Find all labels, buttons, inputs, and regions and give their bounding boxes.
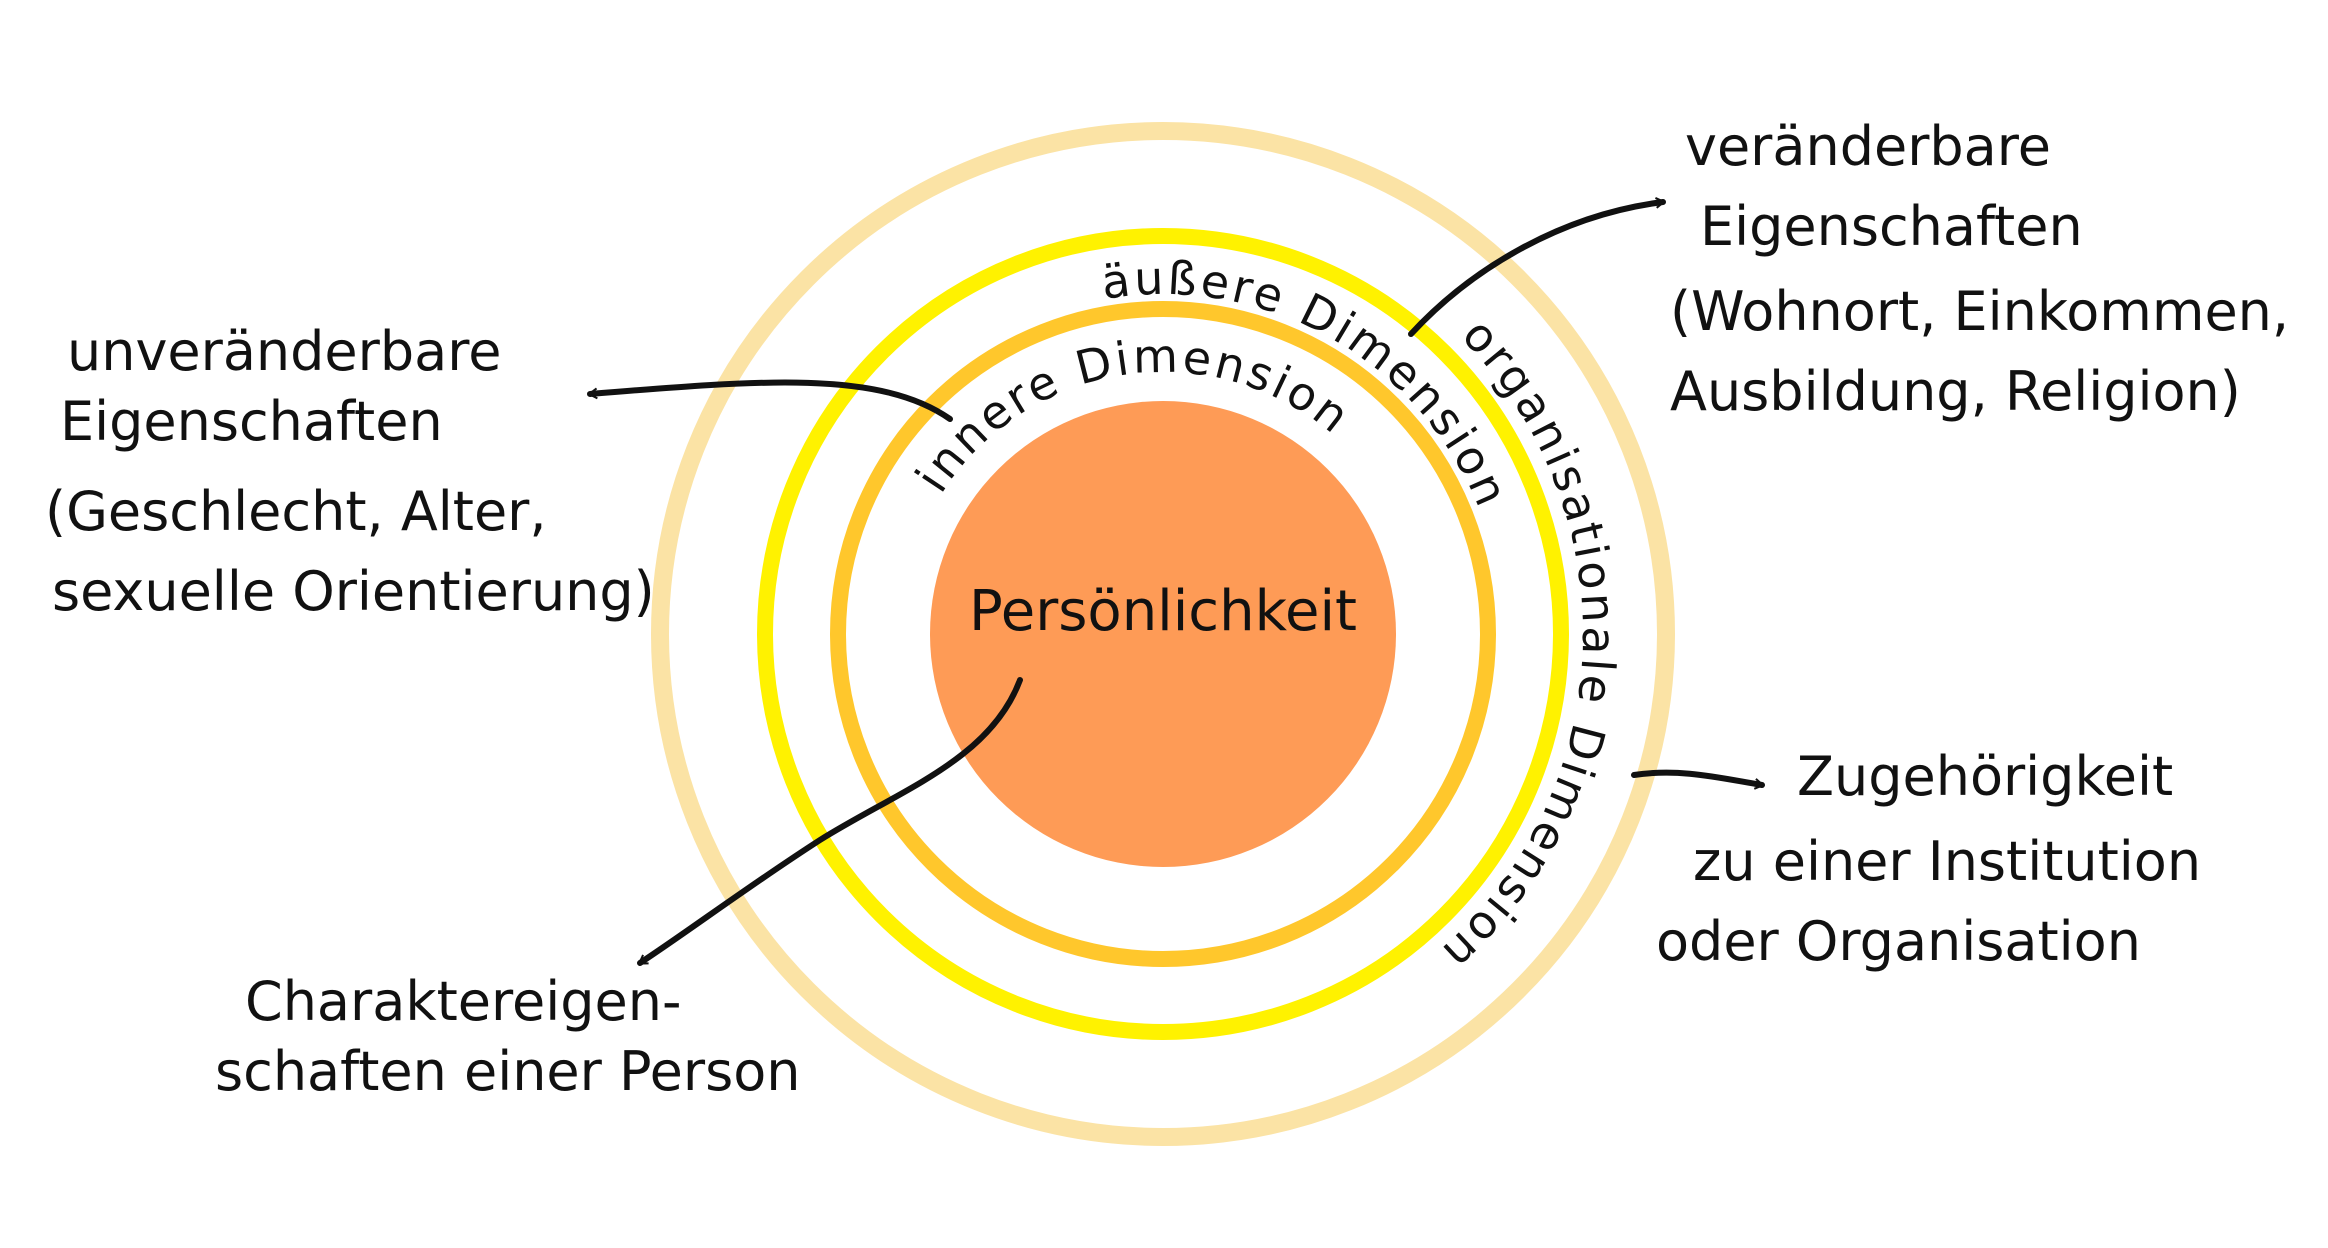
note-line: zu einer Institution <box>1693 830 2201 893</box>
note-line: Ausbildung, Religion) <box>1670 360 2241 423</box>
unchangeable-properties-note: unveränderbare Eigenschaften (Geschlecht… <box>45 320 655 623</box>
personality-label: Persönlichkeit <box>969 579 1357 644</box>
personality-core <box>930 401 1396 867</box>
note-line: oder Organisation <box>1656 910 2141 973</box>
arrow-to-unchangeable <box>587 379 953 422</box>
membership-note: Zugehörigkeit zu einer Institution oder … <box>1656 745 2201 973</box>
character-traits-note: Charaktereigen- schaften einer Person <box>215 970 800 1103</box>
note-line: Eigenschaften <box>60 390 443 453</box>
note-line: (Wohnort, Einkommen, <box>1670 280 2289 343</box>
inner-dimension-ring <box>830 301 1496 967</box>
note-line: Eigenschaften <box>1700 195 2083 258</box>
note-line: schaften einer Person <box>215 1040 800 1103</box>
note-line: unveränderbare <box>67 320 501 383</box>
note-line: (Geschlecht, Alter, <box>45 480 547 543</box>
outer-dimension-ring <box>757 228 1569 1040</box>
arrow-to-changeable <box>1408 197 1666 337</box>
changeable-properties-note: veränderbare Eigenschaften (Wohnort, Ein… <box>1670 115 2289 423</box>
organisational-dimension-ring <box>651 122 1675 1146</box>
arrow-to-character <box>637 677 1023 966</box>
note-line: Charaktereigen- <box>245 970 681 1033</box>
note-line: veränderbare <box>1685 115 2051 178</box>
note-line: sexuelle Orientierung) <box>52 560 655 623</box>
arrow-to-membership <box>1631 769 1765 790</box>
note-line: Zugehörigkeit <box>1797 745 2173 808</box>
